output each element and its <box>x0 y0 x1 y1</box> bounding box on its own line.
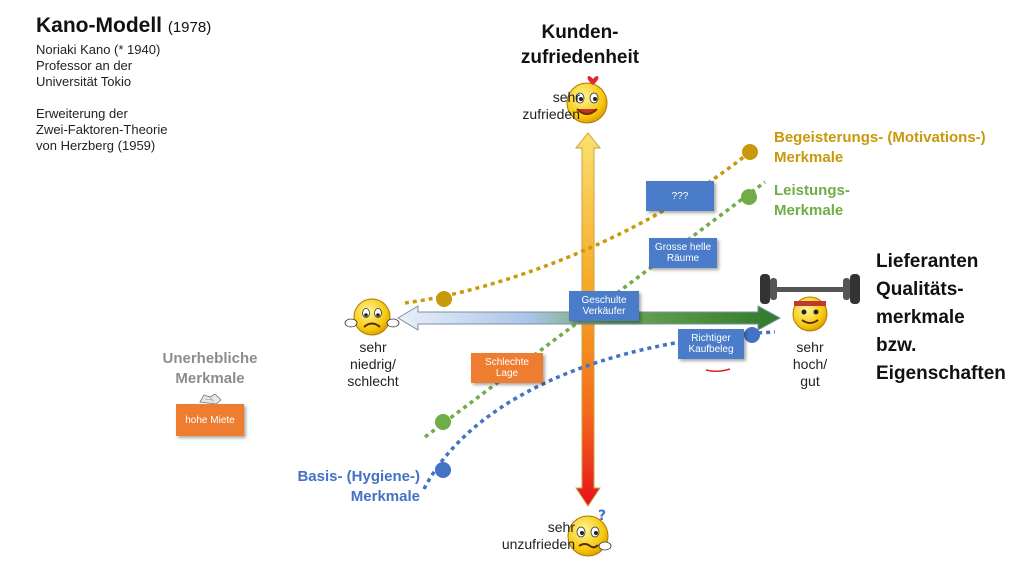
red-mark <box>705 368 731 373</box>
info-block: Noriaki Kano (* 1940) Professor an der U… <box>36 42 168 154</box>
info-line: Noriaki Kano (* 1940) <box>36 42 161 57</box>
leistung-dot <box>741 189 757 205</box>
begeisterung-label: Begeisterungs- (Motivations-) Merkmale <box>774 129 986 166</box>
leistung-dot <box>435 414 451 430</box>
basis-label: Basis- (Hygiene-) Merkmale <box>297 468 420 505</box>
basis-dot <box>744 327 760 343</box>
note-unknown: ??? <box>646 181 714 211</box>
leistung-curve <box>423 180 767 439</box>
leistung-label: Leistungs- Merkmale <box>774 182 850 219</box>
note-hohe-miete: hohe Miete <box>176 404 244 436</box>
x-axis-title: Lieferanten Qualitäts- merkmale bzw. Eig… <box>876 251 1006 384</box>
info-line: Erweiterung der <box>36 106 128 121</box>
strong-face-icon <box>760 274 860 332</box>
begeisterung-dot <box>436 291 452 307</box>
crumpled-paper-icon <box>199 393 222 405</box>
basis-dot <box>435 462 451 478</box>
info-line: Zwei-Faktoren-Theorie <box>36 122 168 137</box>
confused-face-icon: ? <box>567 508 612 557</box>
note-grosse-helle-raeume: Grosse helle Räume <box>649 238 717 268</box>
info-line: von Herzberg (1959) <box>36 138 156 153</box>
top-label: sehr zufrieden <box>522 89 580 122</box>
note-schlechte-lage: Schlechte Lage <box>471 353 543 383</box>
begeisterung-curve <box>404 150 752 305</box>
happy-face-icon <box>566 76 608 124</box>
info-line: Universität Tokio <box>36 74 132 89</box>
unerheblich-label: Unerhebliche Merkmale <box>162 350 258 387</box>
info-line: Professor an der <box>36 58 133 73</box>
left-label: sehr niedrig/ schlecht <box>347 339 399 389</box>
right-label: sehr hoch/ gut <box>792 339 828 389</box>
sad-face-icon <box>344 298 400 336</box>
note-geschulte-verkaeufer: Geschulte Verkäufer <box>569 291 639 321</box>
y-axis-title: Kunden- zufriedenheit <box>520 22 640 68</box>
svg-text:?: ? <box>598 508 606 524</box>
page-title: Kano-Modell (1978) <box>36 14 212 37</box>
begeisterung-dot <box>742 144 758 160</box>
note-richtiger-kaufbeleg: Richtiger Kaufbeleg <box>678 329 744 359</box>
basis-curve <box>422 330 776 490</box>
bottom-label: sehr unzufrieden <box>501 519 575 552</box>
